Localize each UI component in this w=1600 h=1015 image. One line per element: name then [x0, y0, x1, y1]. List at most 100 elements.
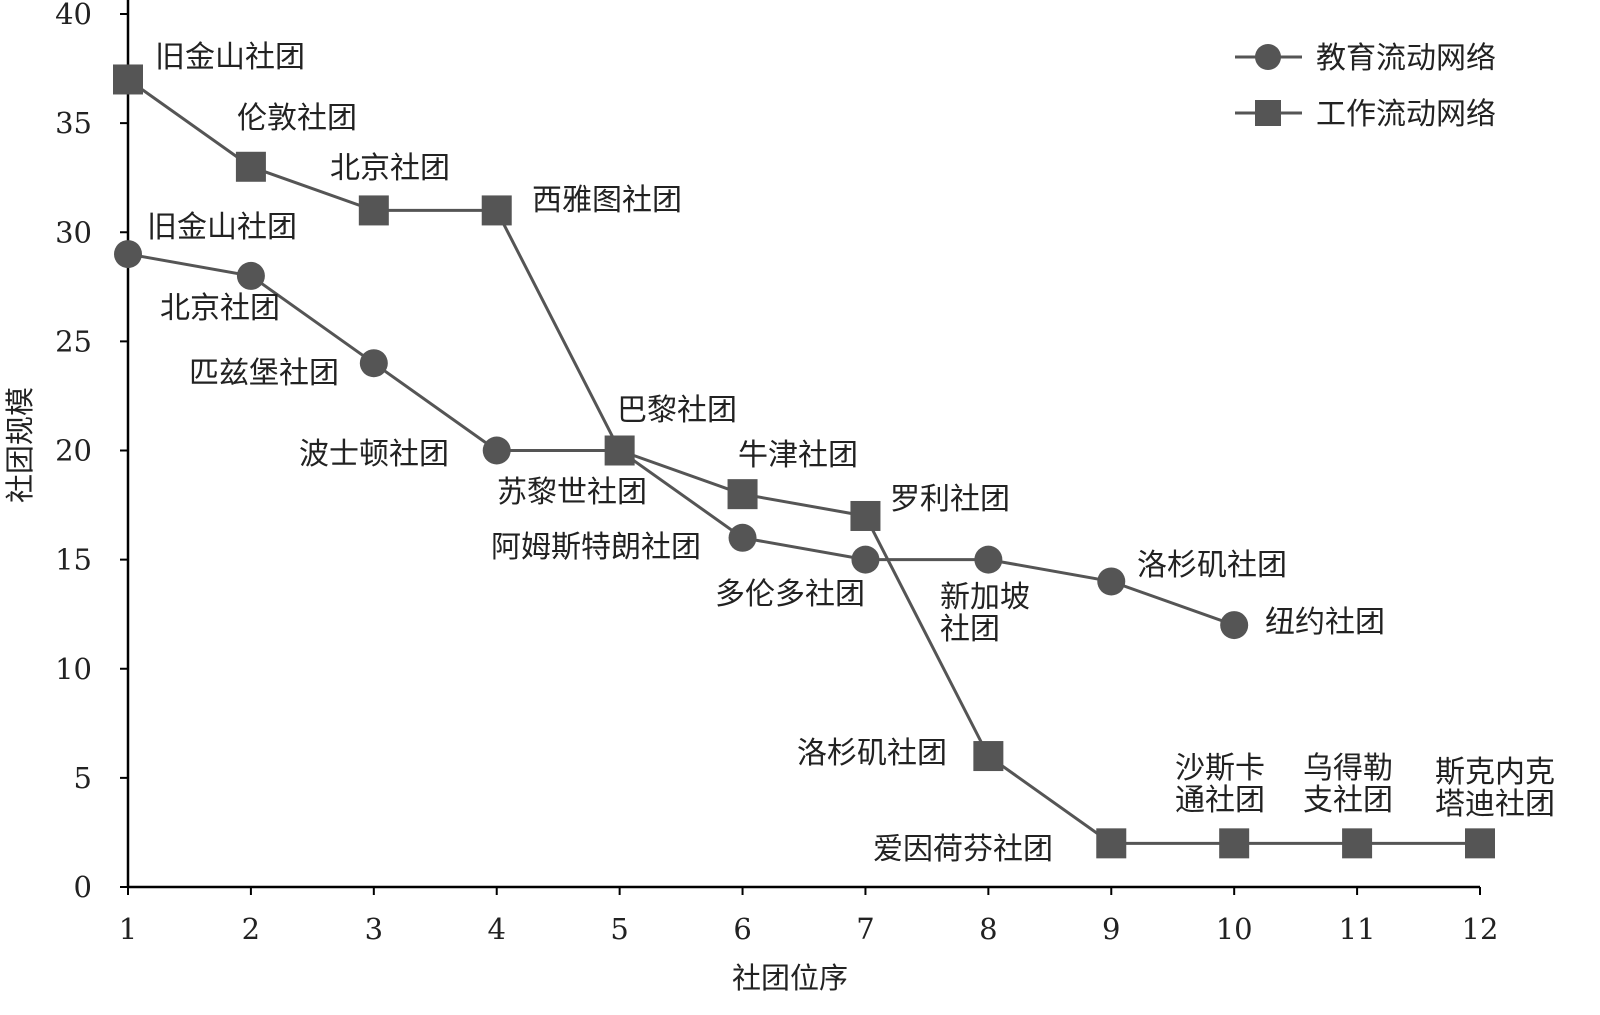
point-label: 巴黎社团: [617, 393, 737, 428]
point-labels: 旧金山社团北京社团匹兹堡社团波士顿社团苏黎世社团阿姆斯特朗社团多伦多社团新加坡社…: [147, 40, 1555, 867]
point-label: 西雅图社团: [532, 183, 682, 218]
point-label: 北京社团: [330, 151, 450, 186]
series-layer: [113, 64, 1495, 859]
x-tick-label: 5: [610, 912, 628, 946]
point-label: 多伦多社团: [715, 577, 865, 612]
x-tick-label: 9: [1102, 912, 1120, 946]
point-label-line: 通社团: [1175, 783, 1265, 818]
point-label-line: 旧金山社团: [155, 40, 305, 75]
point-label-line: 北京社团: [160, 291, 280, 326]
data-point-square: [235, 151, 266, 182]
x-tick-label: 4: [488, 912, 506, 946]
data-point-circle: [482, 436, 511, 465]
point-label-line: 沙斯卡: [1175, 751, 1265, 786]
data-point-circle: [851, 545, 880, 574]
data-point-square: [850, 500, 881, 531]
legend-square-icon: [1255, 100, 1281, 126]
x-tick-label: 7: [856, 912, 874, 946]
point-label: 旧金山社团: [155, 40, 305, 75]
point-label-line: 旧金山社团: [147, 210, 297, 245]
data-point-circle: [114, 240, 142, 269]
data-point-square: [1096, 828, 1127, 859]
point-label-line: 塔迪社团: [1435, 787, 1555, 822]
point-label-line: 苏黎世社团: [497, 475, 647, 510]
point-label: 北京社团: [160, 291, 280, 326]
point-label-line: 洛杉矶社团: [797, 736, 947, 771]
point-label: 苏黎世社团: [497, 475, 647, 510]
data-point-square: [727, 479, 758, 510]
y-tick-label: 25: [55, 324, 92, 358]
point-label-line: 爱因荷芬社团: [873, 832, 1053, 867]
data-point-square: [1342, 828, 1373, 859]
point-label-line: 新加坡: [940, 580, 1030, 615]
point-label: 纽约社团: [1265, 605, 1385, 640]
series-line-1: [127, 252, 1235, 627]
y-tick-label: 5: [74, 761, 92, 795]
y-tick-label: 10: [55, 652, 92, 686]
data-point-circle: [1097, 567, 1126, 596]
data-point-square: [113, 64, 143, 95]
point-label-line: 巴黎社团: [617, 393, 737, 428]
data-point-circle: [1220, 611, 1249, 640]
y-tick-label: 20: [55, 434, 92, 468]
y-tick-label: 40: [55, 0, 92, 31]
point-label: 牛津社团: [738, 438, 858, 473]
x-axis-title: 社团位序: [732, 961, 848, 995]
y-axis-title: 社团规模: [3, 387, 37, 503]
point-label-line: 波士顿社团: [299, 437, 449, 472]
y-tick-label: 30: [55, 215, 92, 249]
x-tick-label: 8: [979, 912, 997, 946]
point-label: 乌得勒支社团: [1303, 751, 1393, 818]
point-label-line: 西雅图社团: [532, 183, 682, 218]
point-label: 洛杉矶社团: [1137, 548, 1287, 583]
point-label: 新加坡社团: [940, 580, 1030, 647]
x-tick-label: 10: [1216, 912, 1253, 946]
data-point-square: [604, 435, 635, 466]
point-label: 斯克内克塔迪社团: [1435, 755, 1555, 822]
point-label-line: 社团: [940, 612, 1000, 647]
point-label: 旧金山社团: [147, 210, 297, 245]
point-label: 阿姆斯特朗社团: [491, 530, 701, 565]
point-label-line: 阿姆斯特朗社团: [491, 530, 701, 565]
point-label: 爱因荷芬社团: [873, 832, 1053, 867]
point-label-line: 牛津社团: [738, 438, 858, 473]
data-point-circle: [974, 545, 1003, 574]
point-label-line: 罗利社团: [890, 482, 1010, 517]
legend-circle-icon: [1255, 44, 1281, 70]
point-label-line: 匹兹堡社团: [189, 356, 339, 391]
point-label-line: 纽约社团: [1265, 605, 1385, 640]
point-label-line: 伦敦社团: [237, 101, 357, 136]
x-tick-label: 6: [733, 912, 751, 946]
point-label: 匹兹堡社团: [189, 356, 339, 391]
point-label: 沙斯卡通社团: [1175, 751, 1265, 818]
point-label: 伦敦社团: [237, 101, 357, 136]
x-tick-label: 2: [242, 912, 260, 946]
data-point-square: [481, 195, 512, 226]
data-point-circle: [728, 523, 757, 552]
data-point-circle: [236, 261, 265, 290]
legend-label: 工作流动网络: [1316, 97, 1496, 132]
y-tick-label: 35: [55, 106, 92, 140]
data-point-circle: [359, 349, 388, 378]
point-label-line: 乌得勒: [1303, 751, 1393, 786]
data-point-square: [1219, 828, 1250, 859]
data-point-square: [358, 195, 389, 226]
legend-label: 教育流动网络: [1316, 41, 1496, 76]
point-label-line: 多伦多社团: [715, 577, 865, 612]
data-point-square: [1465, 828, 1495, 859]
point-label-line: 洛杉矶社团: [1137, 548, 1287, 583]
series-line-2: [127, 78, 1480, 845]
point-label-line: 北京社团: [330, 151, 450, 186]
x-tick-label: 12: [1462, 912, 1499, 946]
x-tick-label: 11: [1339, 912, 1376, 946]
x-tick-label: 3: [365, 912, 383, 946]
point-label-line: 斯克内克: [1435, 755, 1555, 790]
point-label: 洛杉矶社团: [797, 736, 947, 771]
y-tick-label: 0: [74, 870, 92, 904]
point-label-line: 支社团: [1303, 783, 1393, 818]
x-tick-label: 1: [119, 912, 137, 946]
point-label: 罗利社团: [890, 482, 1010, 517]
